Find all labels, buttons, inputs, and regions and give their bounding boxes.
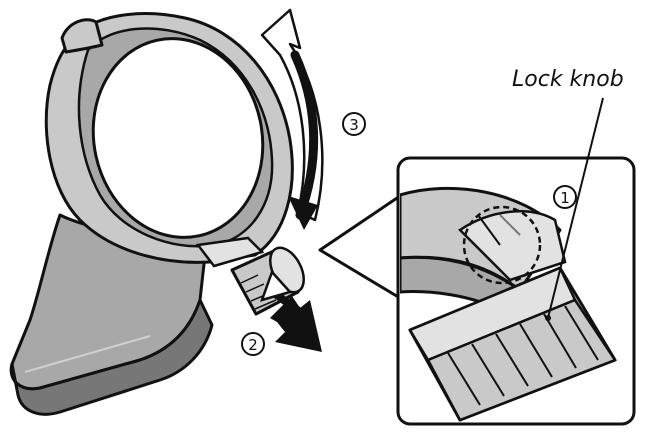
step-3-label: 3 (349, 116, 359, 134)
step-2-marker: 2 (241, 332, 265, 356)
step-2-label: 2 (248, 336, 258, 354)
mount-ring (44, 12, 294, 268)
pull-arrow-icon (260, 269, 322, 352)
rotate-arrow-icon (260, 8, 324, 230)
lock-knob-label: Lock knob (512, 67, 624, 92)
step-1-label: 1 (560, 189, 570, 207)
step-3-marker: 3 (342, 112, 366, 136)
step-1-marker: 1 (553, 185, 577, 209)
zoom-pointer (318, 194, 402, 300)
detail-inset (396, 97, 636, 426)
